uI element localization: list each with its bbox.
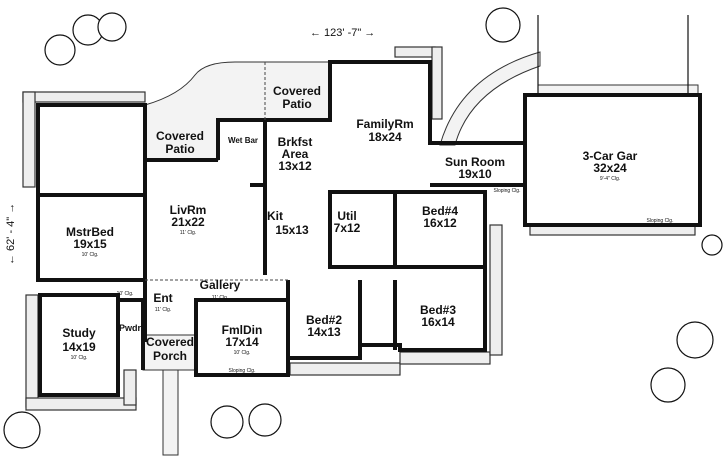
formal-dining-ceiling: 10' Clg.: [234, 350, 251, 356]
covered-porch-label-2: Porch: [153, 349, 187, 363]
trees: [3, 7, 723, 449]
formal-dining-ceiling-2: Sloping Clg.: [229, 368, 256, 374]
entry-ceiling: 11' Clg.: [155, 307, 171, 313]
bed4-size: 16x12: [423, 216, 457, 230]
sun-room-label: Sun Room: [445, 155, 505, 169]
formal-dining-size: 17x14: [225, 335, 259, 349]
sun-room-size: 19x10: [458, 167, 492, 181]
living-room-ceiling: 11' Clg.: [180, 230, 196, 236]
covered-patio-left-label: Covered: [156, 129, 204, 143]
family-room-label: FamilyRm: [356, 117, 413, 131]
wet-bar-label: Wet Bar: [228, 136, 258, 145]
family-room-size: 18x24: [368, 130, 402, 144]
covered-porch-label: Covered: [146, 335, 194, 349]
brkfst-label: Brkfst: [278, 135, 313, 149]
bed4-label: Bed#4: [422, 204, 458, 218]
walls: [36, 60, 702, 397]
living-room-size: 21x22: [171, 215, 205, 229]
brkfst-size: 13x12: [278, 159, 312, 173]
gallery-label: Gallery: [200, 278, 241, 292]
garage-ceiling-2: Sloping Clg.: [647, 218, 674, 224]
kitchen-size: 15x13: [275, 223, 309, 237]
garage-label: 3-Car Gar: [583, 149, 638, 163]
bed3-size: 16x14: [421, 315, 455, 329]
gallery-ceiling: 11' Clg.: [212, 295, 228, 301]
width-dimension: ← 123' -7" →: [310, 27, 375, 39]
entry-label: Ent: [153, 291, 172, 305]
sun-room-ceiling: Sloping Clg.: [494, 188, 521, 194]
master-bed-ceiling: 10' Clg.: [82, 252, 99, 258]
garage-size: 32x24: [593, 161, 627, 175]
bed2-size: 14x13: [307, 325, 341, 339]
bed2-label: Bed#2: [306, 313, 342, 327]
living-room-label: LivRm: [170, 203, 207, 217]
patios: [142, 15, 699, 456]
study-ceiling: 10' Clg.: [71, 355, 88, 361]
covered-patio-top-label: Covered: [273, 84, 321, 98]
master-bed-size: 19x15: [73, 237, 107, 251]
bed3-label: Bed#3: [420, 303, 456, 317]
hall-ceiling: 10' Clg.: [117, 291, 134, 297]
planting-beds: [22, 46, 696, 411]
utility-size: 7x12: [334, 221, 361, 235]
covered-patio-left-label-2: Patio: [165, 142, 194, 156]
room-labels: Covered Patio Covered Patio Wet Bar Fami…: [62, 84, 673, 374]
study-size: 14x19: [62, 340, 96, 354]
powder-label: Pwdr: [119, 323, 142, 333]
study-label: Study: [62, 326, 96, 340]
utility-label: Util: [337, 209, 356, 223]
brkfst-label-2: Area: [282, 147, 309, 161]
covered-patio-top-label-2: Patio: [282, 97, 311, 111]
formal-dining-label: FmlDin: [222, 323, 263, 337]
master-bed-label: MstrBed: [66, 225, 114, 239]
kitchen-label: Kit: [267, 209, 283, 223]
depth-dimension: ← 62' - 4" →: [5, 203, 17, 265]
garage-ceiling: 9'-4" Clg.: [600, 176, 620, 182]
